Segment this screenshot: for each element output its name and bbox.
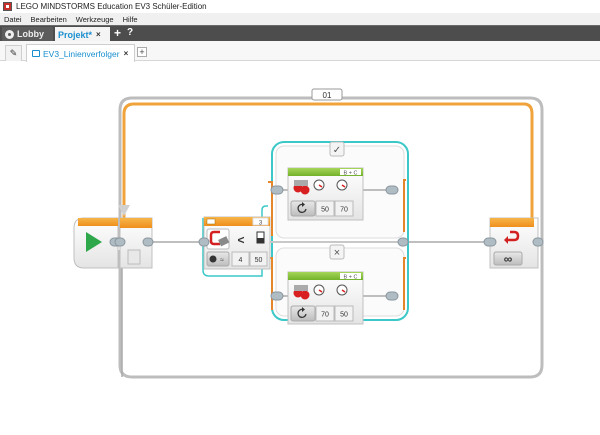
menu-bearbeiten[interactable]: Bearbeiten [30,14,67,24]
loop-name-tab[interactable] [311,88,343,101]
loop-name-label: 01 [323,91,332,100]
tab-projekt[interactable]: Projekt* × [55,27,110,42]
loop-end-orange-header [490,218,534,227]
loop-mode-selector[interactable] [493,251,523,266]
loop-interrupt-icon [508,230,520,242]
window-titlebar: LEGO MINDSTORMS Education EV3 Schüler-Ed… [0,0,600,13]
switch-yellow-header [204,217,270,226]
power-right-value: 70 [340,207,348,214]
loop-start-orange-header [120,218,152,228]
loop-start-notch [127,249,141,265]
loop-block[interactable]: 01 [118,88,544,379]
loop-start-output-port [142,237,154,247]
loop-end-input-port [483,237,497,247]
programming-canvas[interactable]: 01 ✓ × [0,62,600,430]
motor-green-header [288,168,363,176]
color-sensor-icon [209,230,220,246]
power-right-field[interactable] [334,305,354,322]
move-tank-block-true[interactable]: B + C 50 70 [270,167,399,221]
close-program-icon[interactable]: × [123,49,129,58]
threshold-value: 50 [255,257,263,264]
case-true-tab[interactable] [329,141,345,157]
menu-werkzeuge[interactable]: Werkzeuge [75,14,114,24]
play-icon [86,232,102,252]
project-properties-tab[interactable]: ✎ [5,45,22,61]
infinity-icon: ∞ [504,252,513,266]
switch-teal-outline-left [202,205,268,277]
loop-end-block[interactable]: ∞ [483,217,544,269]
app-icon [3,2,12,11]
switch-output-port [397,237,409,247]
power-right-field[interactable] [334,200,354,217]
program-icon [32,50,40,57]
start-orange-header [78,218,118,226]
tab-program-label: EV3_Linienverfolger [43,48,120,59]
window-title: LEGO MINDSTORMS Education EV3 Schüler-Ed… [16,2,207,11]
svg-text:≈: ≈ [220,257,224,264]
main-tab-bar: Lobby Projekt* × + ? [0,25,600,42]
motor-mode-selector[interactable] [290,305,316,322]
program-tab-bar: ✎ EV3_Linienverfolger × + [0,41,600,62]
move-tank-block-false[interactable]: B + C 70 50 [270,271,399,325]
power-left-value: 70 [321,312,329,319]
tab-lobby[interactable]: Lobby [2,27,53,41]
mode-on-icon [297,308,307,318]
menu-datei[interactable]: Datei [4,14,22,24]
tab-lobby-label: Lobby [17,29,44,39]
power-left-value: 50 [321,207,329,214]
reflected-light-icon [209,255,217,263]
case-false-tab[interactable] [329,244,345,260]
close-project-icon[interactable]: × [96,30,101,39]
add-project-button[interactable]: + [114,26,122,40]
threshold-field[interactable] [249,251,268,267]
loop-end-output-port [532,237,544,247]
sensor-port-label: 3 [259,220,263,227]
add-program-button[interactable]: + [137,47,147,57]
loop-start-block[interactable] [114,205,154,269]
cross-icon: × [334,247,340,259]
program-diagram: 01 ✓ × [73,88,544,379]
power-right-value: 50 [340,312,348,319]
loop-orange-bar [122,102,534,218]
wrench-icon: ✎ [9,48,18,58]
compare-type-field[interactable] [231,251,250,267]
tab-projekt-label: Projekt* [58,29,93,40]
compare-operator: < [237,233,244,247]
menu-hilfe[interactable]: Hilfe [122,14,138,24]
menu-bar: Datei Bearbeiten Werkzeuge Hilfe [0,13,600,25]
help-button[interactable]: ? [127,27,134,38]
power-left-field[interactable] [315,200,335,217]
sensor-header-icon [206,218,216,225]
motor-ports-label: B + C [344,275,358,281]
lobby-icon [5,29,14,39]
motor-mode-selector[interactable] [290,200,316,217]
switch-input-port [198,237,210,247]
motor-green-header [288,272,363,280]
motor-ports-label: B + C [344,171,358,177]
mode-on-icon [297,203,307,213]
compare-type-value: 4 [239,257,243,264]
tab-program[interactable]: EV3_Linienverfolger × [26,44,135,62]
loop-frame [118,96,544,379]
check-icon: ✓ [333,145,341,156]
power-left-field[interactable] [315,305,335,322]
